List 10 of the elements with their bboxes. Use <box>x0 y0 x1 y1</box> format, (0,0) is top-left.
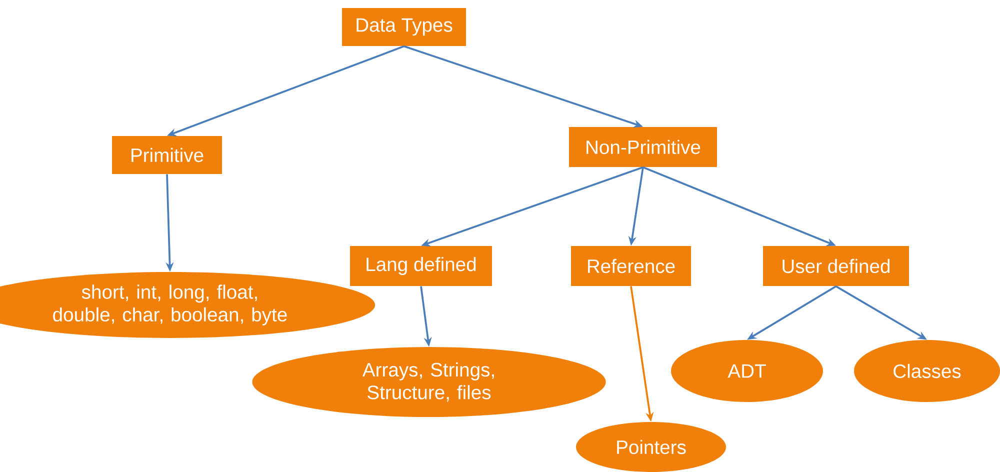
box-node: Non-Primitive <box>569 127 717 167</box>
ellipse-node: Pointers <box>576 422 726 472</box>
box-node: Lang defined <box>350 246 492 286</box>
ellipse-node: Classes <box>854 340 1000 402</box>
box-node: User defined <box>763 246 909 286</box>
box-node: Primitive <box>112 136 222 174</box>
box-node: Reference <box>571 246 691 286</box>
ellipse-node: Arrays, Strings, Structure, files <box>252 347 606 417</box>
box-node: Data Types <box>342 8 466 46</box>
ellipse-node: ADT <box>671 340 823 402</box>
